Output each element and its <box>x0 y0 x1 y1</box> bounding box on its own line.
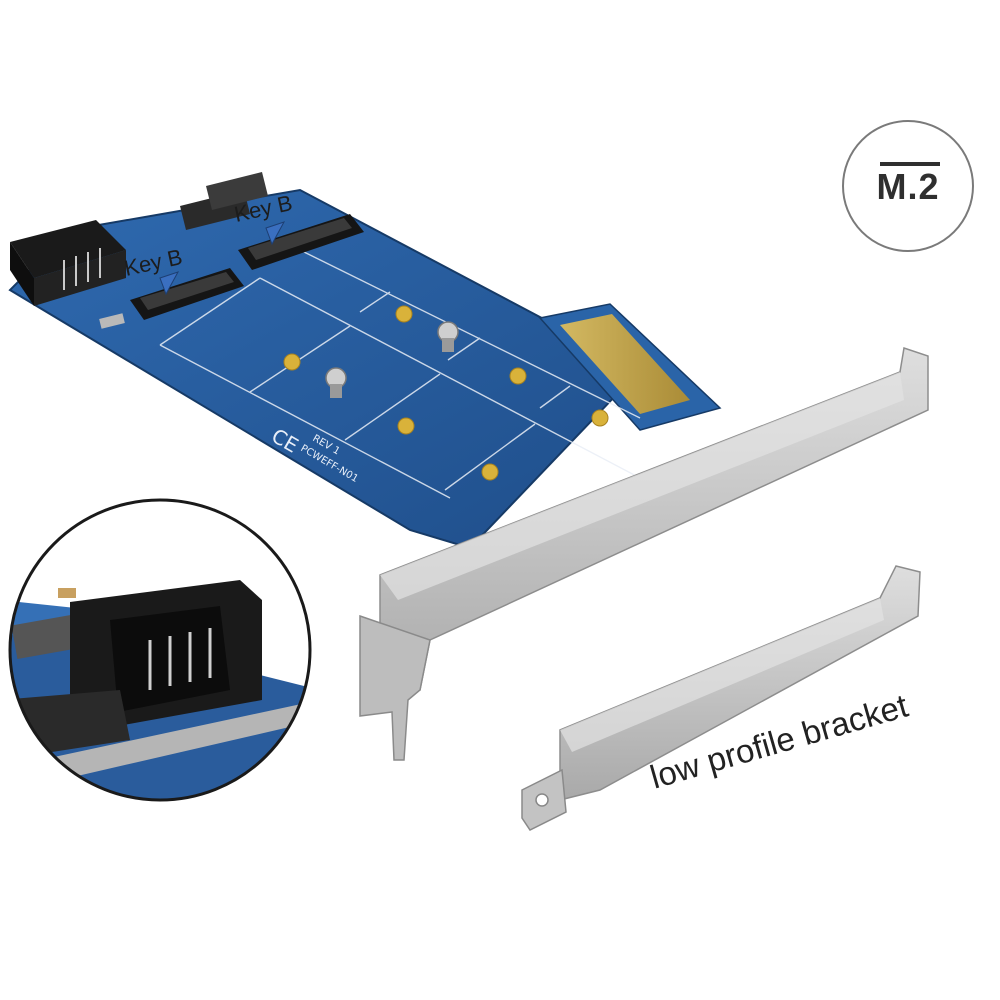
usb-pin-header <box>10 220 126 306</box>
key-arrow-left-icon <box>159 271 180 296</box>
m2-slot-right <box>238 214 364 270</box>
zoom-inset <box>8 498 312 802</box>
m2-badge: M.2 <box>842 120 974 252</box>
low-profile-bracket <box>521 565 921 831</box>
badge-text: M.2 <box>876 166 940 207</box>
sata-connectors <box>180 172 268 230</box>
full-height-bracket <box>359 347 929 761</box>
m2-slot-left <box>130 268 244 320</box>
pcb-board: CE PCWEFF-N01 REV 1 <box>8 172 722 550</box>
key-arrow-right-icon <box>265 221 286 246</box>
badge-overline <box>880 162 940 166</box>
